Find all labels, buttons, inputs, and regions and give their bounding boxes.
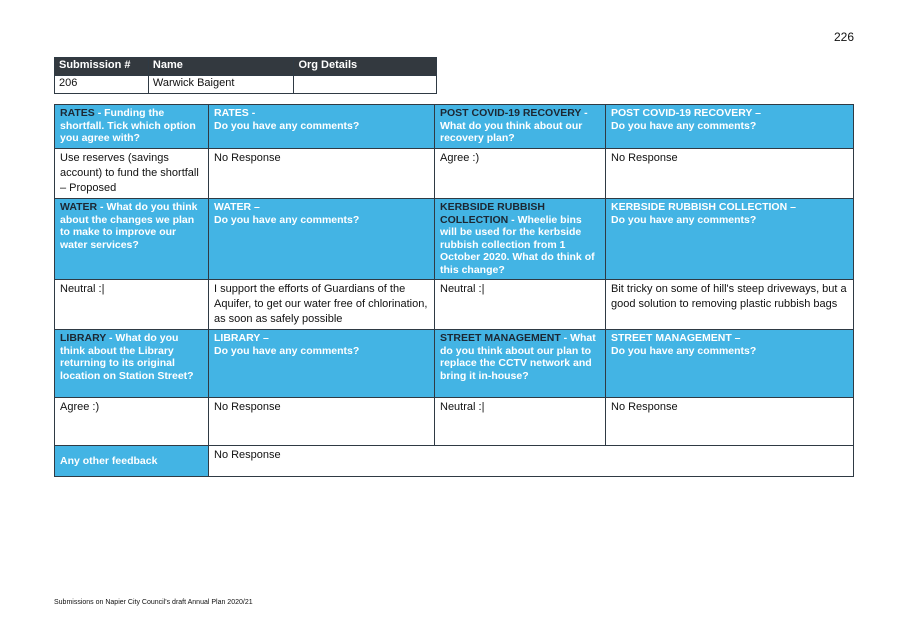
question-text: - What do you think about the changes we… bbox=[60, 201, 198, 251]
footer-text: Submissions on Napier City Council's dra… bbox=[54, 599, 253, 606]
question-topic: STREET MANAGEMENT – bbox=[611, 332, 741, 344]
org-details-value bbox=[293, 75, 437, 94]
submission-header-row: Submission # Name Org Details bbox=[54, 57, 437, 76]
submission-number-header: Submission # bbox=[54, 57, 149, 76]
rates-comments-question-cell: RATES - Do you have any comments? bbox=[208, 104, 435, 149]
water-question-row: WATER - What do you think about the chan… bbox=[54, 198, 854, 280]
question-topic: POST COVID-19 RECOVERY bbox=[440, 107, 582, 119]
submission-number-value: 206 bbox=[54, 75, 149, 94]
library-question-row: LIBRARY - What do you think about the Li… bbox=[54, 329, 854, 398]
question-text: - What do you think about the Library re… bbox=[60, 332, 194, 382]
name-value: Warwick Baigent bbox=[147, 75, 295, 94]
question-text: - What do you think about our plan to re… bbox=[440, 332, 596, 382]
question-topic: KERBSIDE RUBBISH COLLECTION bbox=[440, 201, 546, 226]
rates-question-cell: RATES - Funding the shortfall. Tick whic… bbox=[54, 104, 209, 149]
question-topic: STREET MANAGEMENT bbox=[440, 332, 561, 344]
question-text: Do you have any comments? bbox=[611, 119, 757, 132]
question-topic: WATER – bbox=[214, 201, 260, 213]
library-answer-cell: Agree :) bbox=[54, 397, 209, 446]
submission-table: Submission # Name Org Details 206 Warwic… bbox=[54, 57, 437, 94]
water-comments-question-cell: WATER –Do you have any comments? bbox=[208, 198, 435, 280]
org-details-header: Org Details bbox=[293, 57, 437, 76]
street-answer-cell: Neutral :| bbox=[434, 397, 606, 446]
question-text: Do you have any comments? bbox=[611, 213, 757, 226]
street-question-cell: STREET MANAGEMENT - What do you think ab… bbox=[434, 329, 606, 398]
feedback-table: RATES - Funding the shortfall. Tick whic… bbox=[54, 104, 854, 477]
water-question-cell: WATER - What do you think about the chan… bbox=[54, 198, 209, 280]
library-question-cell: LIBRARY - What do you think about the Li… bbox=[54, 329, 209, 398]
page-number: 226 bbox=[833, 30, 854, 44]
water-comments-answer-cell: I support the efforts of Guardians of th… bbox=[208, 279, 435, 330]
water-answer-cell: Neutral :| bbox=[54, 279, 209, 330]
rates-comments-answer-cell: No Response bbox=[208, 148, 435, 199]
question-topic: RATES - bbox=[214, 107, 256, 119]
question-topic: LIBRARY – bbox=[214, 332, 269, 344]
question-topic: RATES bbox=[60, 107, 95, 119]
library-answer-row: Agree :) No Response Neutral :| No Respo… bbox=[54, 397, 854, 446]
library-comments-answer-cell: No Response bbox=[208, 397, 435, 446]
question-topic: LIBRARY bbox=[60, 332, 107, 344]
rates-question-row: RATES - Funding the shortfall. Tick whic… bbox=[54, 104, 854, 149]
covid-comments-question-cell: POST COVID-19 RECOVERY –Do you have any … bbox=[605, 104, 854, 149]
question-text: Do you have any comments? bbox=[214, 119, 360, 132]
library-comments-question-cell: LIBRARY –Do you have any comments? bbox=[208, 329, 435, 398]
question-text: - Wheelie bins will be used for the kerb… bbox=[440, 213, 595, 276]
water-answer-row: Neutral :| I support the efforts of Guar… bbox=[54, 279, 854, 330]
name-header: Name bbox=[147, 57, 295, 76]
question-text: - What do you think about our recovery p… bbox=[440, 107, 588, 144]
question-topic: KERBSIDE RUBBISH COLLECTION – bbox=[611, 201, 796, 213]
kerbside-answer-cell: Neutral :| bbox=[434, 279, 606, 330]
kerbside-comments-question-cell: KERBSIDE RUBBISH COLLECTION –Do you have… bbox=[605, 198, 854, 280]
kerbside-question-cell: KERBSIDE RUBBISH COLLECTION - Wheelie bi… bbox=[434, 198, 606, 280]
question-topic: POST COVID-19 RECOVERY – bbox=[611, 107, 761, 119]
question-text: Do you have any comments? bbox=[214, 344, 360, 357]
other-feedback-value: No Response bbox=[208, 445, 854, 477]
rates-answer-row: Use reserves (savings account) to fund t… bbox=[54, 148, 854, 199]
covid-question-cell: POST COVID-19 RECOVERY - What do you thi… bbox=[434, 104, 606, 149]
kerbside-comments-answer-cell: Bit tricky on some of hill's steep drive… bbox=[605, 279, 854, 330]
other-feedback-label: Any other feedback bbox=[54, 445, 209, 477]
question-topic: WATER bbox=[60, 201, 98, 213]
street-comments-answer-cell: No Response bbox=[605, 397, 854, 446]
rates-answer-cell: Use reserves (savings account) to fund t… bbox=[54, 148, 209, 199]
question-text: - Funding the shortfall. Tick which opti… bbox=[60, 107, 196, 144]
submission-value-row: 206 Warwick Baigent bbox=[54, 75, 437, 94]
question-text: Do you have any comments? bbox=[214, 213, 360, 226]
question-text: Do you have any comments? bbox=[611, 344, 757, 357]
other-feedback-row: Any other feedback No Response bbox=[54, 445, 854, 477]
covid-answer-cell: Agree :) bbox=[434, 148, 606, 199]
street-comments-question-cell: STREET MANAGEMENT –Do you have any comme… bbox=[605, 329, 854, 398]
covid-comments-answer-cell: No Response bbox=[605, 148, 854, 199]
